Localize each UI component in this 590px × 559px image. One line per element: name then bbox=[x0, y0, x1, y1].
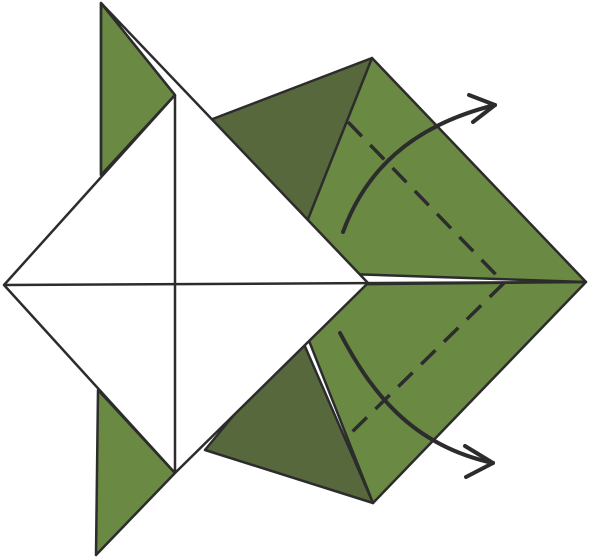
lower-valley-fold-line bbox=[350, 281, 506, 434]
white-kite bbox=[2, 1, 370, 475]
upper-green-triangle bbox=[285, 56, 588, 284]
upper-valley-fold-line bbox=[346, 120, 506, 285]
curved-arrow-up-right-icon bbox=[341, 103, 497, 234]
lower-arrowhead-icon bbox=[463, 444, 495, 479]
crease-lines bbox=[3, 3, 587, 473]
horizontal-crease-line bbox=[3, 280, 587, 287]
green-square-model bbox=[285, 56, 588, 505]
upper-arrowhead-icon bbox=[467, 93, 497, 124]
fold-guides bbox=[346, 120, 506, 434]
fold-arrows bbox=[338, 93, 497, 479]
white-paper-section bbox=[2, 1, 370, 475]
curved-arrow-down-right-icon bbox=[338, 331, 495, 465]
